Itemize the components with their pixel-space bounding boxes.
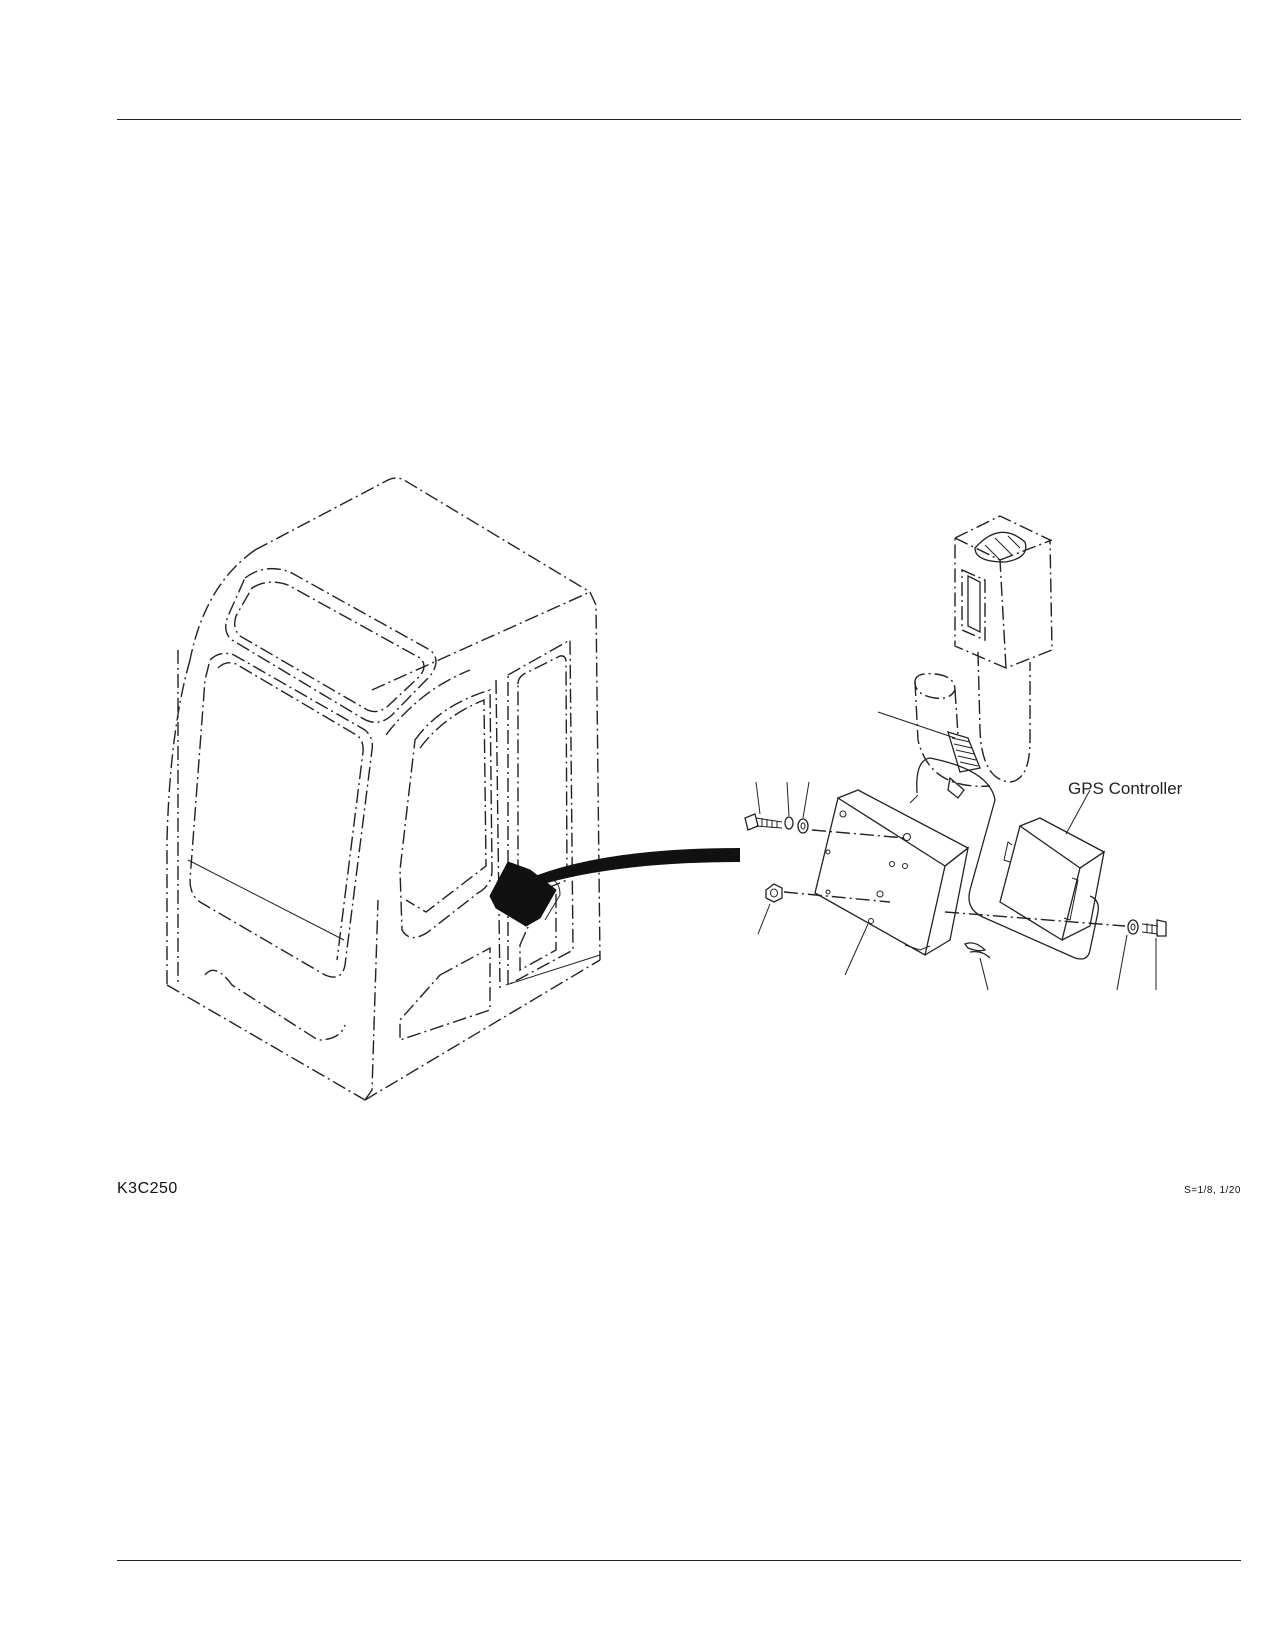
cab-outline bbox=[166, 477, 740, 1101]
clip-icon bbox=[963, 942, 991, 959]
figure-reference: K3C250 bbox=[117, 1180, 178, 1197]
leader-lines bbox=[755, 711, 1157, 991]
nut-icon bbox=[765, 883, 783, 903]
joystick-console bbox=[914, 515, 1053, 787]
scale-note: S=1/8, 1/20 bbox=[1184, 1185, 1241, 1196]
harness-wire bbox=[916, 757, 1099, 960]
footer-rule bbox=[117, 1560, 1241, 1561]
detail-pointer bbox=[525, 848, 740, 888]
bolt-icon bbox=[744, 813, 759, 831]
gps-controller-callout: GPS Controller bbox=[1068, 779, 1183, 798]
gps-controller-box bbox=[999, 817, 1106, 942]
mounting-bracket bbox=[814, 789, 970, 956]
header-rule bbox=[117, 119, 1241, 120]
detail-assembly: GPS Controller bbox=[744, 515, 1183, 991]
screw-icon bbox=[1156, 919, 1167, 937]
flat-washer-icon bbox=[797, 818, 809, 834]
lock-washer-icon bbox=[784, 816, 794, 830]
hardware bbox=[744, 813, 1167, 959]
gps-module-location bbox=[489, 861, 557, 927]
washer-icon bbox=[1127, 919, 1139, 935]
cable-clamp bbox=[947, 731, 981, 799]
